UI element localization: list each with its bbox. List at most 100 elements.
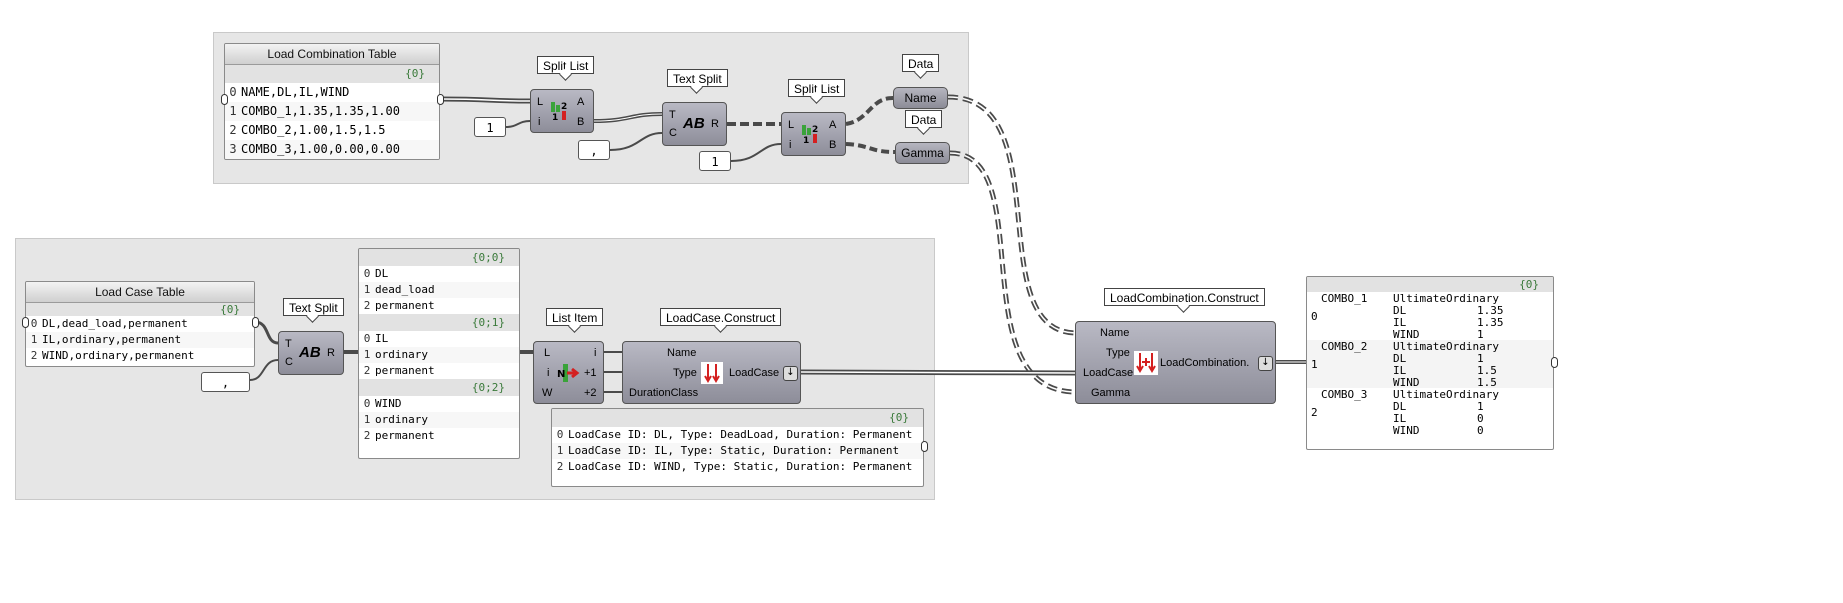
text-split-tag: Text Split [283, 298, 344, 316]
row-index: 2 [556, 460, 564, 473]
row-index: 2 [363, 364, 371, 377]
input-l: L [544, 347, 551, 359]
branch-path: {0} [552, 409, 923, 427]
row-text: permanent [375, 364, 435, 377]
row-index: 1 [556, 444, 564, 457]
row-text: IL [375, 332, 389, 345]
svg-text:2: 2 [561, 102, 567, 112]
separator-input[interactable]: , [578, 140, 610, 160]
input-port[interactable] [221, 94, 228, 105]
factor-name: DL [1393, 304, 1407, 317]
input-l: L [537, 96, 544, 108]
branch-path: {0;0} [359, 249, 519, 266]
branch-path: {0;1} [359, 314, 519, 331]
input-i: i [547, 367, 550, 379]
row-text: ordinary [375, 348, 428, 361]
input-type: Type [1106, 347, 1130, 359]
panel-row: 2 LoadCase ID: WIND, Type: Static, Durati… [552, 459, 923, 475]
combo-type: UltimateOrdinary [1393, 340, 1499, 353]
item-index: 0 [1311, 310, 1318, 323]
factor-name: IL [1393, 364, 1407, 377]
factor-value: 1.35 [1477, 304, 1504, 317]
data-gamma-param[interactable]: Gamma [895, 142, 950, 164]
output-loadcombination: LoadCombination. [1160, 357, 1250, 369]
output-port[interactable] [252, 317, 259, 328]
text-split-component[interactable]: T C R AB [662, 102, 727, 146]
split-list-component[interactable]: L i A B 2 1 [530, 89, 594, 133]
panel-row: 0 DL,dead_load,permanent [26, 316, 254, 332]
row-index: 2 [363, 429, 371, 442]
list-item-component[interactable]: L i W i +1 +2 N [533, 341, 604, 404]
output-port[interactable] [921, 441, 928, 452]
factor-value: 1.5 [1477, 376, 1497, 389]
input-gamma: Gamma [1091, 387, 1131, 399]
input-i: i [789, 139, 792, 151]
index-input[interactable]: 1 [474, 117, 506, 137]
row-text: DL,dead_load,permanent [42, 317, 188, 330]
branch-path: {0} [26, 303, 254, 316]
split-list-icon: 2 1 [551, 102, 567, 122]
data-name-param[interactable]: Name [893, 87, 948, 109]
input-t: T [669, 109, 676, 121]
factor-value: 1 [1477, 400, 1484, 413]
svg-text:2: 2 [812, 125, 818, 135]
row-text: dead_load [375, 283, 435, 296]
loadcase-construct-component[interactable]: Name Type DurationClass LoadCase ↓ [622, 341, 801, 404]
row-index: 0 [556, 428, 564, 441]
loadcase-icon [701, 362, 723, 384]
index-input[interactable]: 1 [699, 151, 731, 171]
output-i: i [594, 347, 597, 359]
row-text: WIND,ordinary,permanent [42, 349, 195, 362]
output-plus2: +2 [584, 387, 597, 399]
dropdown-icon[interactable]: ↓ [1258, 356, 1273, 371]
separator-input[interactable]: , [201, 372, 250, 392]
loadcombination-construct-component[interactable]: Name Type LoadCase Gamma LoadCombination… [1075, 321, 1276, 404]
list-item-icon: N [557, 364, 580, 382]
row-index: 0 [30, 317, 38, 330]
row-index: 1 [30, 333, 38, 346]
input-port[interactable] [22, 317, 29, 328]
input-t: T [285, 338, 292, 350]
row-text: LoadCase ID: WIND, Type: Static, Duratio… [568, 460, 913, 473]
dropdown-icon[interactable]: ↓ [783, 366, 798, 381]
combo-type: UltimateOrdinary [1393, 292, 1499, 305]
combo-name: COMBO_3 [1321, 388, 1368, 401]
panel-title: Load Case Table [26, 282, 254, 303]
output-r: R [711, 118, 719, 130]
output-port[interactable] [437, 94, 444, 105]
row-text: NAME,DL,IL,WIND [241, 85, 350, 99]
input-name: Name [1100, 327, 1130, 339]
branch-path: {0} [225, 65, 439, 83]
text-split-icon: AB [299, 344, 321, 361]
factor-value: 0 [1477, 424, 1484, 437]
row-text: WIND [375, 397, 402, 410]
text-split-tag: Text Split [667, 69, 728, 87]
row-text: permanent [375, 429, 435, 442]
output-port[interactable] [1551, 357, 1558, 368]
factor-value: 1.5 [1477, 364, 1497, 377]
factor-name: WIND [1393, 328, 1420, 341]
split-list-component[interactable]: L i A B 2 1 [781, 112, 846, 156]
text-split-component[interactable]: T C R AB [278, 331, 344, 375]
factor-value: 1.35 [1477, 316, 1504, 329]
svg-text:1: 1 [803, 136, 809, 145]
data-tag: Data [905, 110, 943, 128]
factor-value: 1 [1477, 328, 1484, 341]
load-case-table-panel[interactable]: Load Case Table {0} 0 DL,dead_load,perman… [25, 281, 255, 367]
input-durationclass: DurationClass [629, 387, 699, 399]
